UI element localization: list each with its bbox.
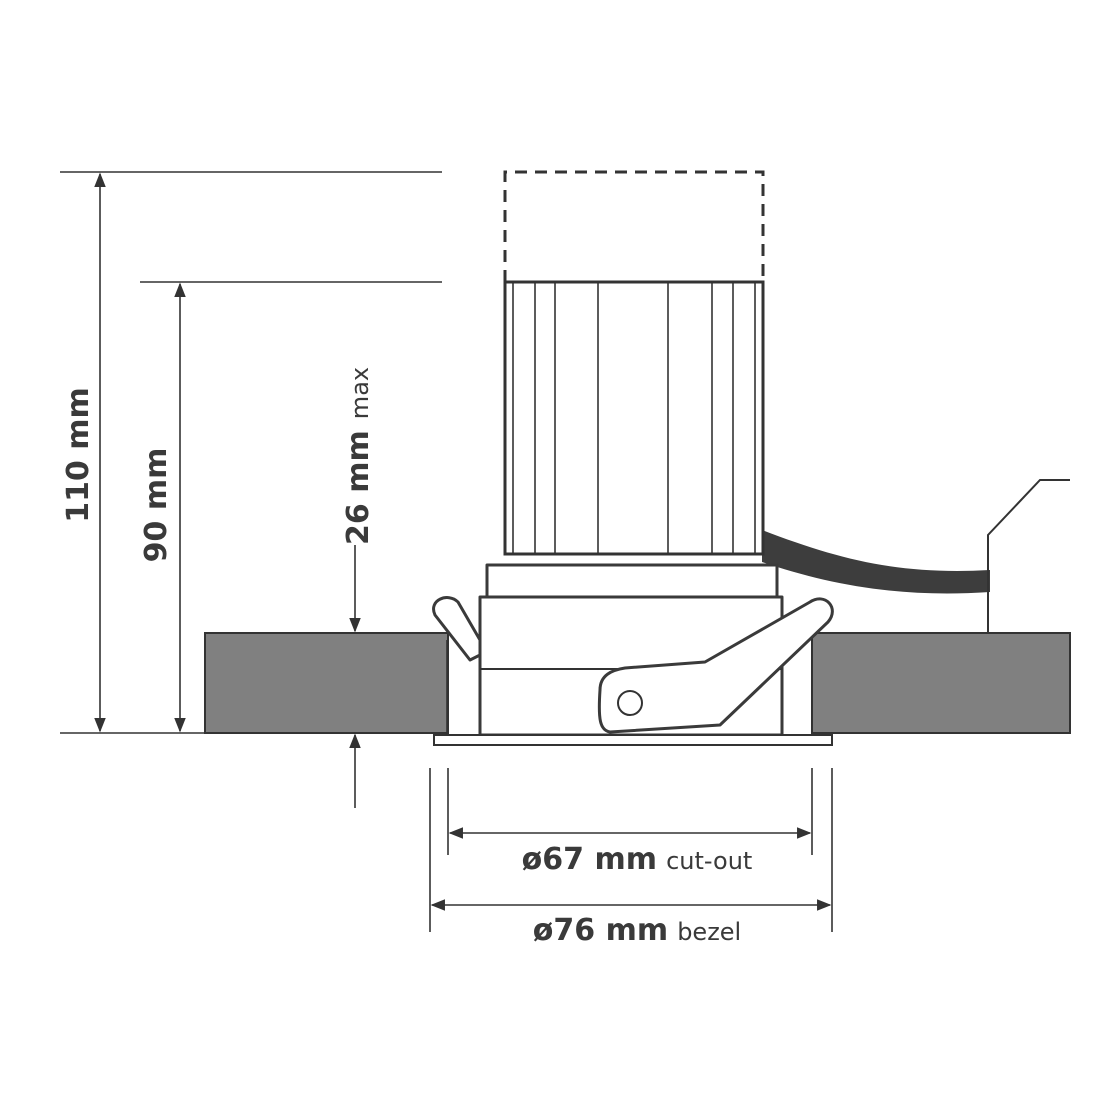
bezel <box>433 734 833 746</box>
dim-bezel-suffix: bezel <box>677 918 741 946</box>
dim-26-value: 26 mm <box>341 430 376 545</box>
dim-label-bezel: ø76 mm bezel <box>533 913 741 948</box>
dim-bezel-value: ø76 mm <box>533 913 668 948</box>
driver-box <box>987 479 1070 633</box>
body-collar <box>485 563 779 599</box>
heat-sink <box>503 280 765 556</box>
dim-cutout-value: ø67 mm <box>522 842 657 877</box>
ceiling-slab-left <box>204 632 449 734</box>
dim-label-26: 26 mm max <box>341 367 376 545</box>
spring-clip-right <box>597 597 834 734</box>
spring-clip-left <box>432 596 482 662</box>
dim-cutout-suffix: cut-out <box>666 847 752 875</box>
dim-label-cutout: ø67 mm cut-out <box>522 842 753 877</box>
power-cable <box>762 530 990 594</box>
dim-label-90: 90 mm <box>139 448 174 563</box>
clip-pivot <box>617 690 643 716</box>
dim-26-suffix: max <box>346 367 374 419</box>
dim-90-value: 90 mm <box>139 448 174 563</box>
dim-label-110: 110 mm <box>61 387 96 523</box>
ceiling-slab-right <box>811 632 1071 734</box>
dim-110-value: 110 mm <box>61 387 96 523</box>
extension-dashed-outline <box>503 170 765 282</box>
